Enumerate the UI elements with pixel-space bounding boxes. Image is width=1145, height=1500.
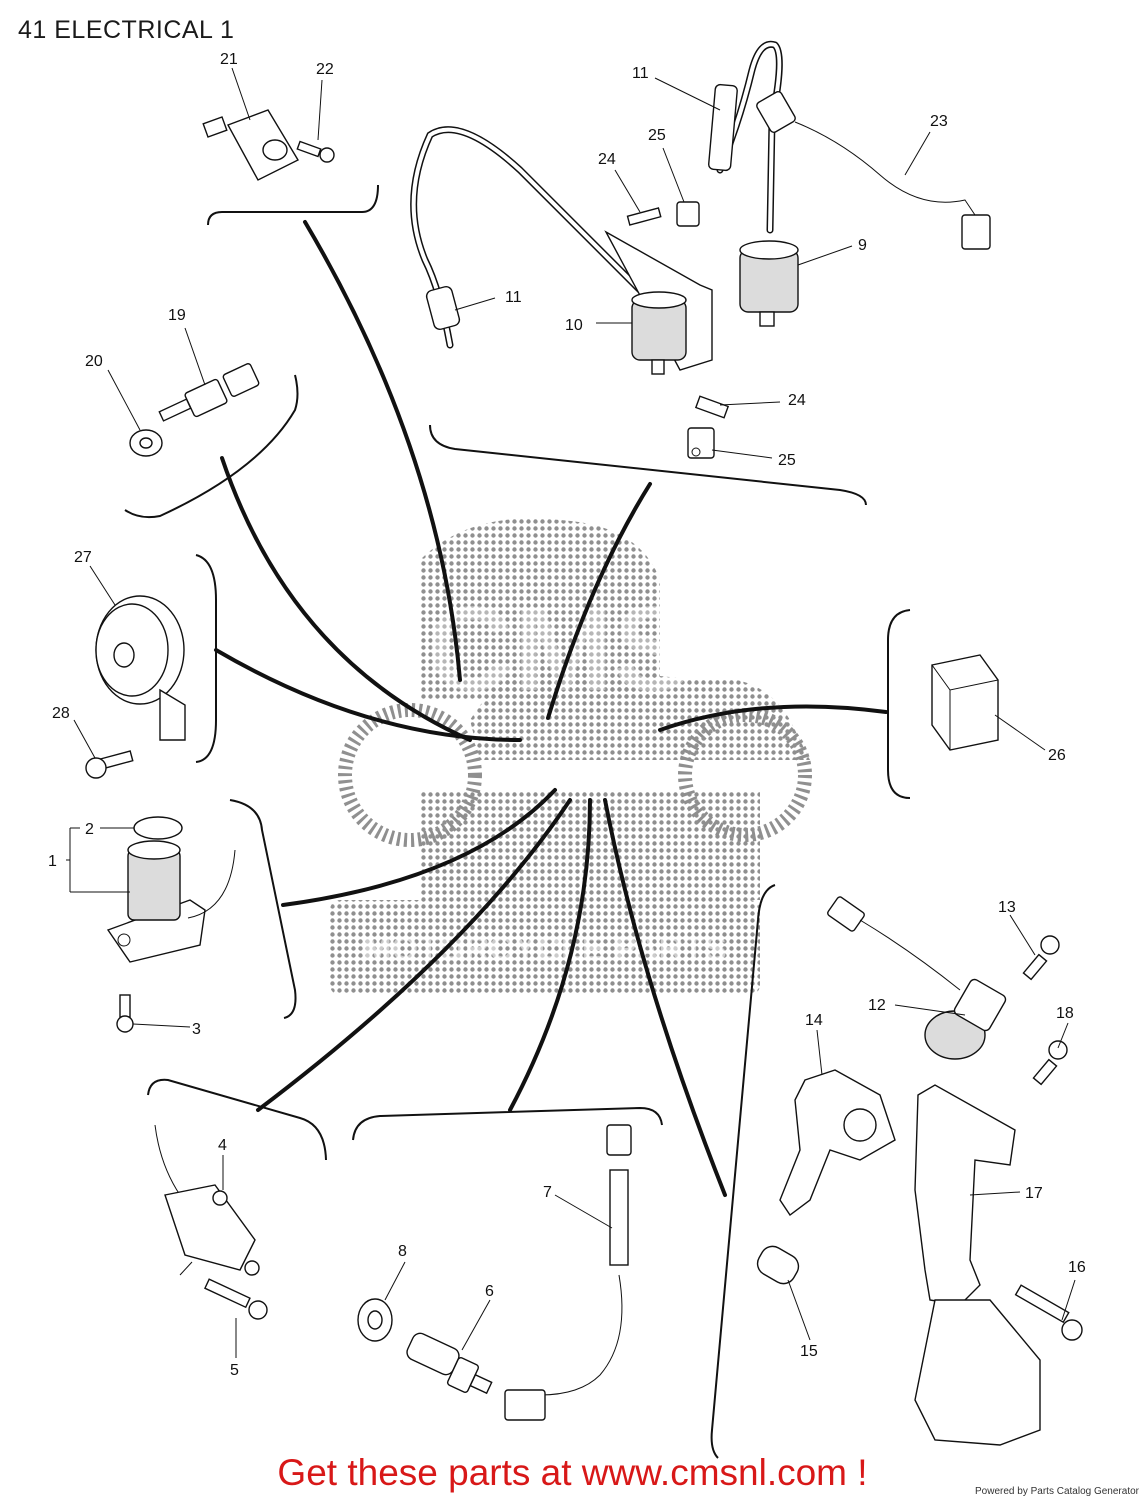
callout-3: 3 [192, 1021, 201, 1038]
callout-23: 23 [930, 113, 948, 130]
callout-11-left: 11 [505, 289, 522, 306]
part-10-ignition-coil[interactable] [604, 230, 713, 375]
part-15-collar[interactable] [753, 1242, 803, 1288]
part-3-screw[interactable] [116, 994, 134, 1033]
part-13-bolt[interactable] [1022, 935, 1060, 981]
callout-12: 12 [868, 997, 886, 1014]
callout-8: 8 [398, 1243, 407, 1260]
part-6-oil-pressure-switch[interactable] [404, 1331, 493, 1395]
callout-16: 16 [1068, 1259, 1086, 1276]
callout-14: 14 [805, 1012, 823, 1029]
footer-shop-link[interactable]: Get these parts at www.cmsnl.com ! [277, 1452, 868, 1493]
callout-22: 22 [316, 61, 334, 78]
callout-21: 21 [220, 51, 238, 68]
part-9-ignition-coil[interactable] [739, 240, 799, 327]
part-7-sensor-lead[interactable] [504, 1124, 632, 1421]
part-16-bolt[interactable] [1014, 1284, 1083, 1341]
callout-11-right: 11 [632, 65, 649, 82]
callout-15: 15 [800, 1343, 818, 1360]
part-26-relay[interactable] [931, 654, 999, 751]
callout-7: 7 [543, 1184, 552, 1201]
part-5-bolt[interactable] [204, 1278, 268, 1320]
callout-17: 17 [1025, 1185, 1043, 1202]
group-brackets [124, 184, 911, 1459]
callout-10: 10 [565, 317, 583, 334]
part-8-washer[interactable] [357, 1298, 393, 1342]
part-18-bolt[interactable] [1032, 1040, 1068, 1086]
leader-lines [66, 67, 1076, 1358]
part-19-temperature-sensor[interactable] [158, 363, 260, 422]
callout-24-upper: 24 [598, 151, 616, 168]
callout-4: 4 [218, 1137, 227, 1154]
callout-13: 13 [998, 899, 1016, 916]
part-25-nut-lower[interactable] [687, 427, 715, 459]
callout-1: 1 [48, 853, 57, 870]
part-24-bolt-lower[interactable] [694, 395, 730, 419]
part-28-bolt[interactable] [85, 750, 134, 779]
page-title: 41 ELECTRICAL 1 [18, 16, 235, 44]
part-25-nut-upper[interactable] [676, 201, 700, 227]
footer-credit: Powered by Parts Catalog Generator [975, 1486, 1139, 1497]
callout-24-lower: 24 [788, 392, 806, 409]
callout-20: 20 [85, 353, 103, 370]
part-20-washer[interactable] [129, 429, 163, 457]
callout-6: 6 [485, 1283, 494, 1300]
part-22-bolt[interactable] [296, 140, 335, 163]
part-1-neutral-switch[interactable] [106, 840, 236, 963]
part-17-stay[interactable] [914, 1084, 1041, 1446]
watermark-text-parts: MOTORCYCLE PARTS [363, 930, 726, 968]
callout-9: 9 [858, 237, 867, 254]
callout-25-lower: 25 [778, 452, 796, 469]
part-12-speed-sensor[interactable] [827, 896, 1008, 1060]
part-2-o-ring[interactable] [133, 816, 183, 840]
part-21-sensor[interactable] [202, 109, 299, 181]
callout-27: 27 [74, 549, 92, 566]
part-11-spark-plug-lead-right[interactable] [708, 40, 783, 234]
part-4-sensor[interactable] [154, 1124, 260, 1276]
part-23-wire-lead[interactable] [755, 90, 991, 250]
harness-leaders [214, 220, 888, 1197]
callout-26: 26 [1048, 747, 1066, 764]
callout-19: 19 [168, 307, 186, 324]
callout-2: 2 [85, 821, 94, 838]
part-11-spark-plug-lead-left[interactable] [410, 126, 644, 349]
callout-5: 5 [230, 1362, 239, 1379]
watermark-text-cms: CMS [427, 582, 694, 716]
callout-labels: 21 22 11 23 25 24 11 10 9 24 25 19 20 27… [48, 51, 1086, 1379]
callout-28: 28 [52, 705, 70, 722]
callout-25-upper: 25 [648, 127, 666, 144]
part-14-bracket[interactable] [779, 1069, 896, 1217]
callout-18: 18 [1056, 1005, 1074, 1022]
part-24-bolt-upper[interactable] [626, 207, 662, 226]
part-27-horn[interactable] [95, 595, 186, 741]
